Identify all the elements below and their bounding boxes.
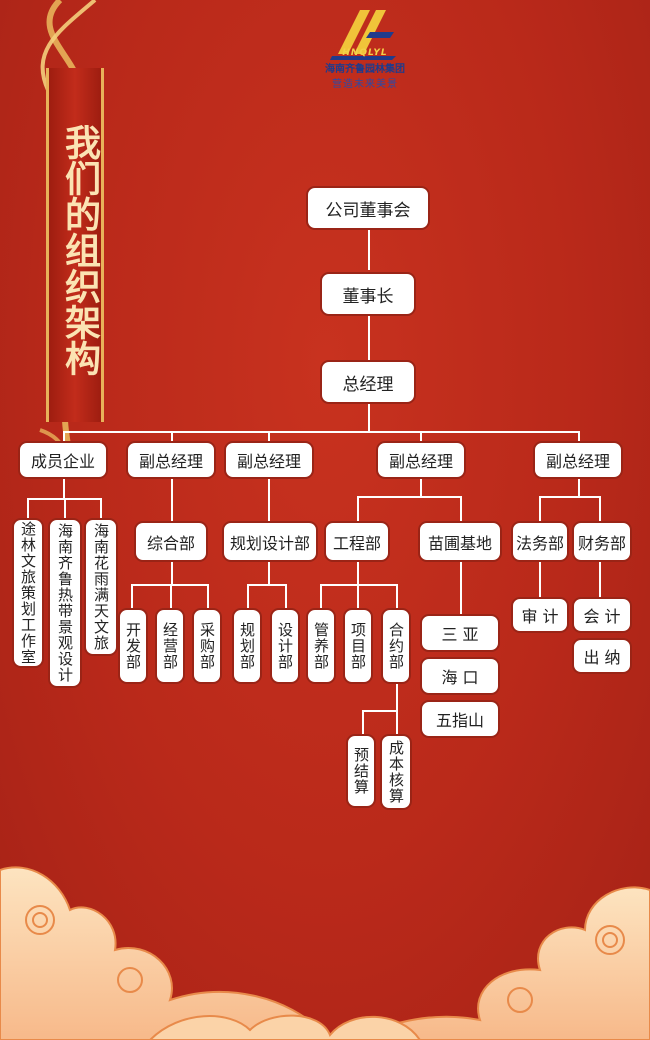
connector-line: [131, 584, 133, 610]
member-enterprises-node: 成员企业: [18, 441, 108, 479]
cashier-node: 出 纳: [572, 638, 632, 674]
connector-line: [539, 496, 601, 498]
connector-line: [268, 560, 270, 584]
logo-mark-icon: [330, 10, 396, 60]
accounting-node: 会 计: [572, 597, 632, 633]
connector-line: [368, 314, 370, 360]
connector-line: [171, 560, 173, 584]
connector-line: [420, 477, 422, 497]
vice-gm-node-2: 副总经理: [224, 441, 314, 479]
connector-line: [578, 431, 580, 443]
design-dept-node: 设计部: [270, 608, 300, 684]
connector-line: [357, 496, 359, 522]
connector-line: [247, 584, 287, 586]
general-dept-node: 综合部: [134, 521, 208, 562]
connector-line: [320, 584, 322, 610]
connector-line: [362, 710, 364, 736]
connector-line: [64, 498, 66, 520]
connector-line: [420, 431, 422, 443]
vice-gm-node-4: 副总经理: [533, 441, 623, 479]
tulin-studio-node: 途林文旅策划工作室: [12, 518, 44, 668]
audit-node: 审 计: [511, 597, 569, 633]
general-manager-node: 总经理: [320, 360, 416, 404]
connector-line: [599, 560, 601, 598]
logo-mark-text: HNQLYL: [342, 48, 388, 58]
cost-accounting-node: 成本核算: [380, 734, 412, 810]
wuzhishan-node: 五指山: [420, 700, 500, 738]
connector-line: [599, 496, 601, 522]
budget-settlement-node: 预结算: [346, 734, 376, 808]
connector-line: [396, 584, 398, 610]
connector-line: [396, 684, 398, 710]
legal-dept-node: 法务部: [511, 521, 569, 562]
logo-brand-name: 海南齐鲁园林集团: [325, 64, 405, 75]
qilu-landscape-design-node: 海南齐鲁热带景观设计: [48, 518, 82, 688]
maintenance-dept-node: 管养部: [306, 608, 336, 684]
operations-dept-node: 经营部: [155, 608, 185, 684]
company-logo: HNQLYL 海南齐鲁园林集团 营造未来美景: [300, 4, 430, 96]
connector-line: [320, 584, 398, 586]
connector-line: [170, 584, 172, 610]
auspicious-clouds-decoration: [0, 866, 650, 1040]
connector-line: [27, 498, 29, 520]
connector-line: [460, 560, 462, 616]
connector-line: [368, 228, 370, 270]
connector-line: [539, 496, 541, 522]
engineering-dept-node: 工程部: [324, 521, 390, 562]
development-dept-node: 开发部: [118, 608, 148, 684]
finance-dept-node: 财务部: [572, 521, 632, 562]
connector-line: [460, 496, 462, 522]
connector-line: [247, 584, 249, 610]
connector-line: [357, 496, 462, 498]
vice-gm-node-3: 副总经理: [376, 441, 466, 479]
connector-line: [285, 584, 287, 610]
connector-line: [100, 498, 102, 520]
connector-line: [357, 560, 359, 584]
connector-line: [207, 584, 209, 610]
connector-line: [63, 431, 65, 443]
contract-dept-node: 合约部: [381, 608, 411, 684]
connector-line: [357, 584, 359, 610]
purchasing-dept-node: 采购部: [192, 608, 222, 684]
connector-line: [396, 710, 398, 736]
sanya-node: 三 亚: [420, 614, 500, 652]
connector-line: [268, 431, 270, 443]
connector-line: [171, 477, 173, 523]
connector-line: [63, 477, 65, 499]
project-dept-node: 项目部: [343, 608, 373, 684]
connector-line: [63, 431, 580, 433]
connector-line: [539, 560, 541, 598]
board-node: 公司董事会: [306, 186, 430, 230]
haikou-node: 海 口: [420, 657, 500, 695]
page-title: 我们的组织架构: [59, 124, 101, 376]
logo-slogan: 营造未来美景: [332, 79, 398, 90]
connector-line: [171, 431, 173, 443]
connector-line: [362, 710, 398, 712]
title-banner: 我们的组织架构: [46, 68, 104, 422]
vice-gm-node-1: 副总经理: [126, 441, 216, 479]
connector-line: [268, 477, 270, 523]
planning-dept-node: 规划部: [232, 608, 262, 684]
connector-line: [578, 477, 580, 497]
chairman-node: 董事长: [320, 272, 416, 316]
planning-design-dept-node: 规划设计部: [222, 521, 318, 562]
huayu-tourism-node: 海南花雨满天文旅: [84, 518, 118, 656]
nursery-base-node: 苗圃基地: [418, 521, 502, 562]
connector-line: [368, 402, 370, 432]
